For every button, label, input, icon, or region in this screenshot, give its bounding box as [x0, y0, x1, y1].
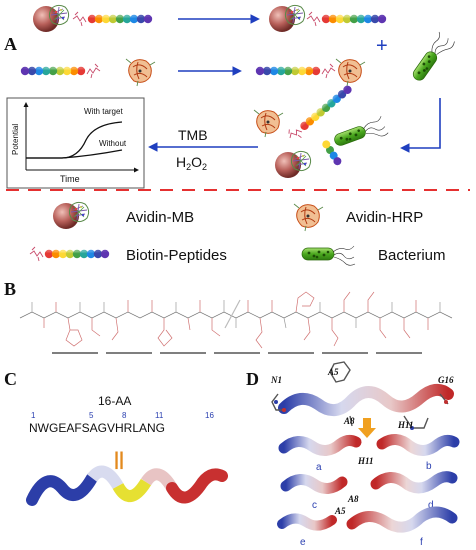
- res-a8: A8: [343, 416, 355, 426]
- legend-avidin-hrp-swatch: [293, 203, 324, 232]
- res-h11: H11: [397, 420, 414, 430]
- panel-a-label: A: [4, 34, 17, 54]
- helix-d-main: [271, 361, 454, 430]
- sub-label-e: e: [300, 537, 306, 548]
- panel-d-label: D: [246, 369, 259, 389]
- legend-bacterium: Bacterium: [378, 247, 446, 264]
- row2-product-hrp: [335, 58, 366, 87]
- sandwich-complex: [253, 80, 390, 178]
- helix-a: [278, 434, 362, 456]
- legend-avidin-mb-swatch: [53, 202, 89, 229]
- legend-avidin-mb: Avidin-MB: [126, 209, 194, 226]
- res-g16: G16: [438, 375, 454, 385]
- legend-biotin-peptides: Biotin-Peptides: [126, 247, 227, 264]
- row2-product-peptide: [254, 63, 336, 79]
- legend: Avidin-MB Avidin-HRP Biotin-Peptides Bac…: [29, 202, 446, 266]
- reagent-tmb: TMB: [178, 127, 208, 143]
- panel-c-label: C: [4, 369, 17, 389]
- connector-arrow: [400, 98, 441, 153]
- svg-text:11: 11: [155, 411, 164, 420]
- sub-label-f: f: [420, 537, 423, 548]
- reagent-h2o2: H2O2: [176, 154, 207, 172]
- panel-b-label: B: [4, 279, 16, 299]
- sub-label-a: a: [316, 462, 322, 473]
- row1-bead-mb: [33, 5, 69, 32]
- seq-position-numbers: 1 5 8 11 16: [31, 411, 214, 420]
- row1-product-bead: [269, 5, 305, 32]
- potential-graph: With target Without Potential Time: [6, 97, 145, 189]
- helix-b: [376, 434, 460, 456]
- curve-without: [26, 149, 123, 159]
- label-with-target: With target: [84, 107, 123, 116]
- row2-biotin-peptide: [19, 63, 101, 79]
- helix-c-split: [280, 474, 348, 494]
- orange-down-arrow: [358, 418, 376, 438]
- svg-text:8: 8: [122, 411, 127, 420]
- svg-text:5: 5: [89, 411, 94, 420]
- legend-biotin-peptides-swatch: [29, 246, 111, 262]
- graph-y-label: Potential: [11, 124, 20, 155]
- res-a5-b: A5: [334, 506, 346, 516]
- row2-avidin-hrp: [125, 58, 156, 87]
- res-a5: A5: [327, 367, 339, 377]
- legend-avidin-hrp: Avidin-HRP: [346, 209, 423, 226]
- seq-title: 16-AA: [98, 394, 131, 408]
- plus-sign: +: [376, 35, 388, 57]
- graph-x-label: Time: [60, 174, 80, 184]
- sub-label-c: c: [312, 500, 317, 511]
- res-n1: N1: [270, 375, 282, 385]
- peptide-structure: [19, 291, 453, 349]
- row1-product-peptide: [306, 11, 388, 27]
- helix-f: [346, 506, 458, 533]
- helix-d-split: [370, 471, 458, 494]
- label-without: Without: [99, 139, 127, 148]
- row2-bacterium: [408, 30, 456, 86]
- sub-label-d: d: [428, 500, 434, 511]
- svg-text:1: 1: [31, 411, 36, 420]
- equals-sign: ||: [114, 449, 124, 469]
- res-a8-b: A8: [347, 494, 359, 504]
- svg-text:16: 16: [205, 411, 214, 420]
- res-h11-b: H11: [357, 456, 374, 466]
- seq-string: NWGEAFSAGVHRLANG: [29, 421, 165, 435]
- helix-c: [26, 465, 228, 506]
- legend-bacterium-swatch: [301, 245, 356, 266]
- helix-e: [277, 513, 337, 531]
- sub-label-b: b: [426, 461, 432, 472]
- row1-biotin-peptide: [72, 11, 154, 27]
